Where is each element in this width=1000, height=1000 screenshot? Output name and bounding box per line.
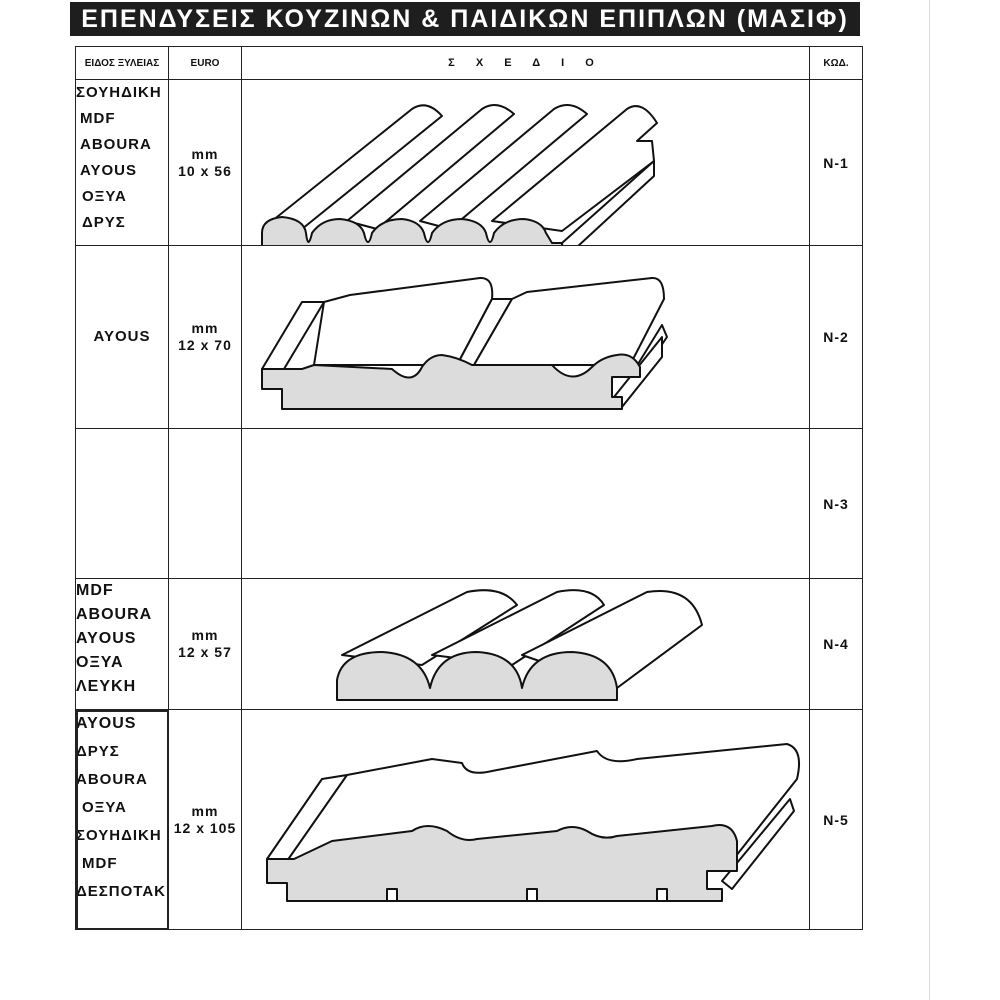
size-value: 10 x 56	[178, 162, 232, 179]
wood-item: ABOURA	[76, 606, 153, 623]
wood-item: ΣΟΥΗΔΙΚΗ	[76, 84, 162, 101]
profile-catalog-table: ΕΙΔΟΣ ΞΥΛΕΙΑΣ EURO Σ Χ Ε Δ Ι Ο ΚΩΔ. ΣΟΥΗ…	[75, 46, 863, 930]
wood-item: ΛΕΥΚΗ	[76, 678, 137, 695]
wood-list: AYOUS ΔΡΥΣ ABOURA ΟΞΥΑ ΣΟΥΗΔΙΚΗ MDF ΔΕΣΠ…	[75, 709, 169, 930]
wood-item: ΣΟΥΗΔΙΚΗ	[76, 827, 162, 844]
header-wood-type: ΕΙΔΟΣ ΞΥΛΕΙΑΣ	[75, 46, 169, 80]
dimension-cell: mm 12 x 105	[168, 709, 242, 930]
profile-drawing	[241, 709, 810, 930]
dimension-cell: mm 10 x 56	[168, 79, 242, 246]
page-title: ΕΠΕΝΔΥΣΕΙΣ ΚΟΥΖΙΝΩΝ & ΠΑΙΔΙΚΩΝ ΕΠΙΠΛΩΝ (…	[70, 2, 860, 36]
code-cell: N-4	[809, 578, 863, 710]
profile-drawing	[241, 245, 810, 429]
table-row: ΣΟΥΗΔΙΚΗ MDF ABOURA AYOUS ΟΞΥΑ ΔΡΥΣ mm 1…	[75, 79, 863, 246]
table-row: N-3	[75, 428, 863, 579]
wood-list: MDF ABOURA AYOUS ΟΞΥΑ ΛΕΥΚΗ	[75, 578, 169, 710]
profile-drawing	[241, 578, 810, 710]
table-row: AYOUS mm 12 x 70 N-2	[75, 245, 863, 429]
wood-item: ΟΞΥΑ	[82, 799, 127, 816]
profile-drawing	[241, 79, 810, 246]
wood-item: AYOUS	[93, 328, 151, 345]
wood-item: ΟΞΥΑ	[82, 188, 127, 205]
triple-plank-profile-illustration	[266, 742, 800, 902]
table-row: MDF ABOURA AYOUS ΟΞΥΑ ΛΕΥΚΗ mm 12 x 57 N…	[75, 578, 863, 710]
wood-item: AYOUS	[76, 630, 137, 647]
header-code: ΚΩΔ.	[809, 46, 863, 80]
size-value: 12 x 105	[173, 819, 237, 836]
wood-item: ΟΞΥΑ	[76, 654, 124, 671]
code-cell: N-3	[809, 428, 863, 579]
dimension-cell	[168, 428, 242, 579]
header-euro: EURO	[168, 46, 242, 80]
dimension-cell: mm 12 x 57	[168, 578, 242, 710]
table-row: AYOUS ΔΡΥΣ ABOURA ΟΞΥΑ ΣΟΥΗΔΙΚΗ MDF ΔΕΣΠ…	[75, 709, 863, 930]
double-plank-profile-illustration	[261, 276, 668, 410]
wood-item: MDF	[80, 110, 116, 127]
unit-label: mm	[191, 320, 219, 336]
profile-drawing	[241, 428, 810, 579]
three-bead-profile-illustration	[336, 588, 703, 701]
code-cell: N-2	[809, 245, 863, 429]
code-cell: N-1	[809, 79, 863, 246]
wood-item: MDF	[82, 855, 118, 872]
wood-item: AYOUS	[80, 162, 137, 179]
wood-list	[75, 428, 169, 579]
four-bead-profile-illustration	[261, 103, 658, 245]
code-cell: N-5	[809, 709, 863, 930]
wood-item: AYOUS	[76, 715, 137, 732]
wood-list: ΣΟΥΗΔΙΚΗ MDF ABOURA AYOUS ΟΞΥΑ ΔΡΥΣ	[75, 79, 169, 246]
size-value: 12 x 70	[178, 337, 232, 353]
wood-item: ΔΡΥΣ	[76, 743, 120, 760]
wood-list: AYOUS	[75, 245, 169, 429]
unit-label: mm	[191, 802, 219, 819]
page-edge-rule	[929, 0, 930, 1000]
header-drawing: Σ Χ Ε Δ Ι Ο	[241, 46, 810, 80]
wood-item: ΔΕΣΠΟΤΑΚΙ	[76, 883, 169, 900]
size-value: 12 x 57	[178, 644, 232, 660]
wood-item: ABOURA	[76, 771, 148, 788]
unit-label: mm	[191, 627, 219, 643]
wood-item: MDF	[76, 582, 114, 599]
wood-item: ABOURA	[80, 136, 152, 153]
wood-item: ΔΡΥΣ	[82, 214, 126, 231]
dimension-cell: mm 12 x 70	[168, 245, 242, 429]
unit-label: mm	[191, 145, 219, 162]
table-header-row: ΕΙΔΟΣ ΞΥΛΕΙΑΣ EURO Σ Χ Ε Δ Ι Ο ΚΩΔ.	[75, 46, 863, 80]
